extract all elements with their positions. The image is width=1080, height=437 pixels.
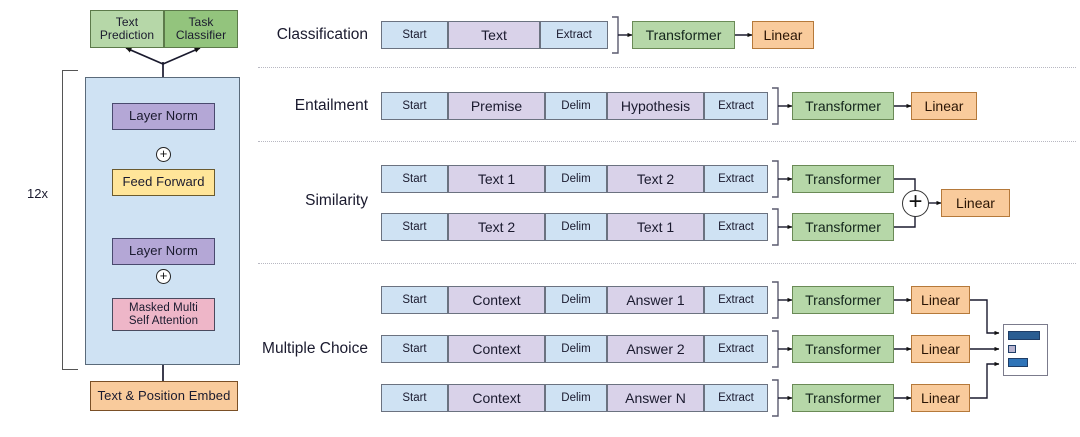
- token-extract[interactable]: Extract: [704, 286, 768, 314]
- token-text-2[interactable]: Text 2: [607, 165, 704, 193]
- token-context[interactable]: Context: [448, 335, 545, 363]
- linear-multiple-choice-1[interactable]: Linear: [911, 286, 970, 314]
- token-extract[interactable]: Extract: [704, 335, 768, 363]
- repeat-count-label: 12x: [27, 186, 48, 201]
- plus-symbol-lower: +: [159, 268, 168, 283]
- task-label-classification: Classification: [276, 26, 368, 43]
- token-extract[interactable]: Extract: [704, 213, 768, 241]
- token-delim[interactable]: Delim: [545, 384, 607, 412]
- layer-norm-top[interactable]: Layer Norm: [112, 103, 215, 130]
- task-label-entailment: Entailment: [294, 97, 368, 114]
- token-delim[interactable]: Delim: [545, 335, 607, 363]
- token-extract[interactable]: Extract: [704, 165, 768, 193]
- token-delim[interactable]: Delim: [545, 165, 607, 193]
- residual-add-upper: +: [156, 147, 171, 162]
- transformer-entailment[interactable]: Transformer: [792, 92, 894, 120]
- token-start[interactable]: Start: [381, 213, 448, 241]
- residual-add-lower: +: [156, 269, 171, 284]
- softmax-bar-1: [1008, 331, 1040, 340]
- token-context[interactable]: Context: [448, 384, 545, 412]
- transformer-similarity-2[interactable]: Transformer: [792, 213, 894, 241]
- task-classifier-head[interactable]: Task Classifier: [164, 10, 238, 48]
- token-premise[interactable]: Premise: [448, 92, 545, 120]
- transformer-multiple-choice-3[interactable]: Transformer: [792, 384, 894, 412]
- token-answer-n[interactable]: Answer N: [607, 384, 704, 412]
- token-start[interactable]: Start: [381, 335, 448, 363]
- plus-symbol-upper: +: [159, 146, 168, 161]
- token-hypothesis[interactable]: Hypothesis: [607, 92, 704, 120]
- token-text-2[interactable]: Text 2: [448, 213, 545, 241]
- transformer-multiple-choice-1[interactable]: Transformer: [792, 286, 894, 314]
- token-text[interactable]: Text: [448, 21, 540, 49]
- token-answer-1[interactable]: Answer 1: [607, 286, 704, 314]
- text-prediction-head[interactable]: Text Prediction: [90, 10, 164, 48]
- softmax-output-chart: [1003, 324, 1048, 376]
- token-delim[interactable]: Delim: [545, 286, 607, 314]
- transformer-similarity-1[interactable]: Transformer: [792, 165, 894, 193]
- divider-1: [258, 67, 1076, 68]
- plus-symbol-similarity: +: [908, 187, 923, 215]
- masked-multi-self-attention[interactable]: Masked Multi Self Attention: [112, 298, 215, 331]
- linear-entailment[interactable]: Linear: [911, 92, 977, 120]
- token-start[interactable]: Start: [381, 384, 448, 412]
- transformer-classification[interactable]: Transformer: [632, 21, 735, 49]
- token-extract[interactable]: Extract: [704, 92, 768, 120]
- task-label-similarity: Similarity: [305, 192, 368, 209]
- task-label-multiple-choice: Multiple Choice: [262, 340, 368, 357]
- linear-multiple-choice-2[interactable]: Linear: [911, 335, 970, 363]
- softmax-bar-2: [1008, 345, 1016, 353]
- repeat-bracket: [62, 70, 78, 370]
- linear-similarity[interactable]: Linear: [941, 189, 1010, 217]
- token-answer-2[interactable]: Answer 2: [607, 335, 704, 363]
- feed-forward[interactable]: Feed Forward: [112, 169, 215, 196]
- transformer-multiple-choice-2[interactable]: Transformer: [792, 335, 894, 363]
- text-and-position-embed[interactable]: Text & Position Embed: [90, 381, 238, 411]
- layer-norm-bottom[interactable]: Layer Norm: [112, 238, 215, 265]
- token-start[interactable]: Start: [381, 21, 448, 49]
- softmax-bar-3: [1008, 358, 1028, 367]
- linear-multiple-choice-3[interactable]: Linear: [911, 384, 970, 412]
- token-delim[interactable]: Delim: [545, 213, 607, 241]
- token-start[interactable]: Start: [381, 286, 448, 314]
- token-extract[interactable]: Extract: [540, 21, 608, 49]
- token-text-1[interactable]: Text 1: [448, 165, 545, 193]
- token-extract[interactable]: Extract: [704, 384, 768, 412]
- linear-classification[interactable]: Linear: [752, 21, 814, 49]
- token-start[interactable]: Start: [381, 92, 448, 120]
- divider-3: [258, 263, 1076, 264]
- token-delim[interactable]: Delim: [545, 92, 607, 120]
- token-start[interactable]: Start: [381, 165, 448, 193]
- token-text-1[interactable]: Text 1: [607, 213, 704, 241]
- token-context[interactable]: Context: [448, 286, 545, 314]
- divider-2: [258, 141, 1076, 142]
- similarity-sum-node: +: [902, 187, 929, 217]
